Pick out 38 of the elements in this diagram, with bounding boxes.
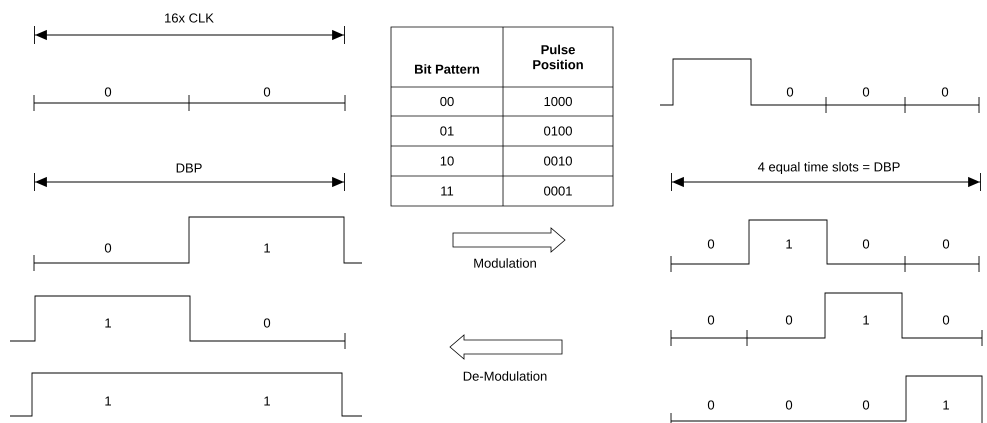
bit-label: 0 [708,239,714,249]
table-cell: 00 [440,96,454,106]
table-cell: 01 [440,126,454,136]
bit-label: 1 [105,396,111,406]
table-header: Pulse Position [533,44,583,70]
table-cell: 0001 [544,186,572,196]
bit-label: 0 [862,400,870,410]
bit-label: 0 [104,243,112,253]
bit-label: 0 [786,400,792,410]
bit-label: 0 [708,400,714,410]
bit-label: 0 [862,239,870,249]
bit-label: 0 [786,315,792,325]
bit-label: 1 [264,244,270,252]
bit-label: 0 [264,318,270,328]
dimension-label: 16x CLK [165,13,214,23]
dimension-label: DBP [176,164,202,172]
table-header: Bit Pattern [415,64,480,74]
table-cell: 11 [441,186,454,196]
bit-label: 1 [943,400,949,410]
bit-label: 1 [264,396,270,406]
table-cell: 0010 [544,156,572,166]
bit-label: 0 [708,315,714,325]
bit-label: 0 [942,239,950,249]
bit-label: 1 [786,240,792,248]
arrow-label: Modulation [474,258,536,268]
bit-label: 0 [104,87,112,97]
bit-label: 0 [786,87,794,97]
table-cell: 0100 [544,126,572,136]
bit-label: 0 [862,87,870,97]
bit-label: 0 [264,87,270,97]
dimension-label: 4 equal time slots = DBP [758,162,900,174]
table-cell: 1000 [544,96,572,106]
bit-label: 0 [942,87,948,97]
bit-label: 1 [863,316,869,324]
bit-label: 1 [105,318,111,328]
table-cell: 10 [440,156,454,166]
bit-label: 0 [942,315,950,325]
arrow-label: De-Modulation [464,371,546,381]
